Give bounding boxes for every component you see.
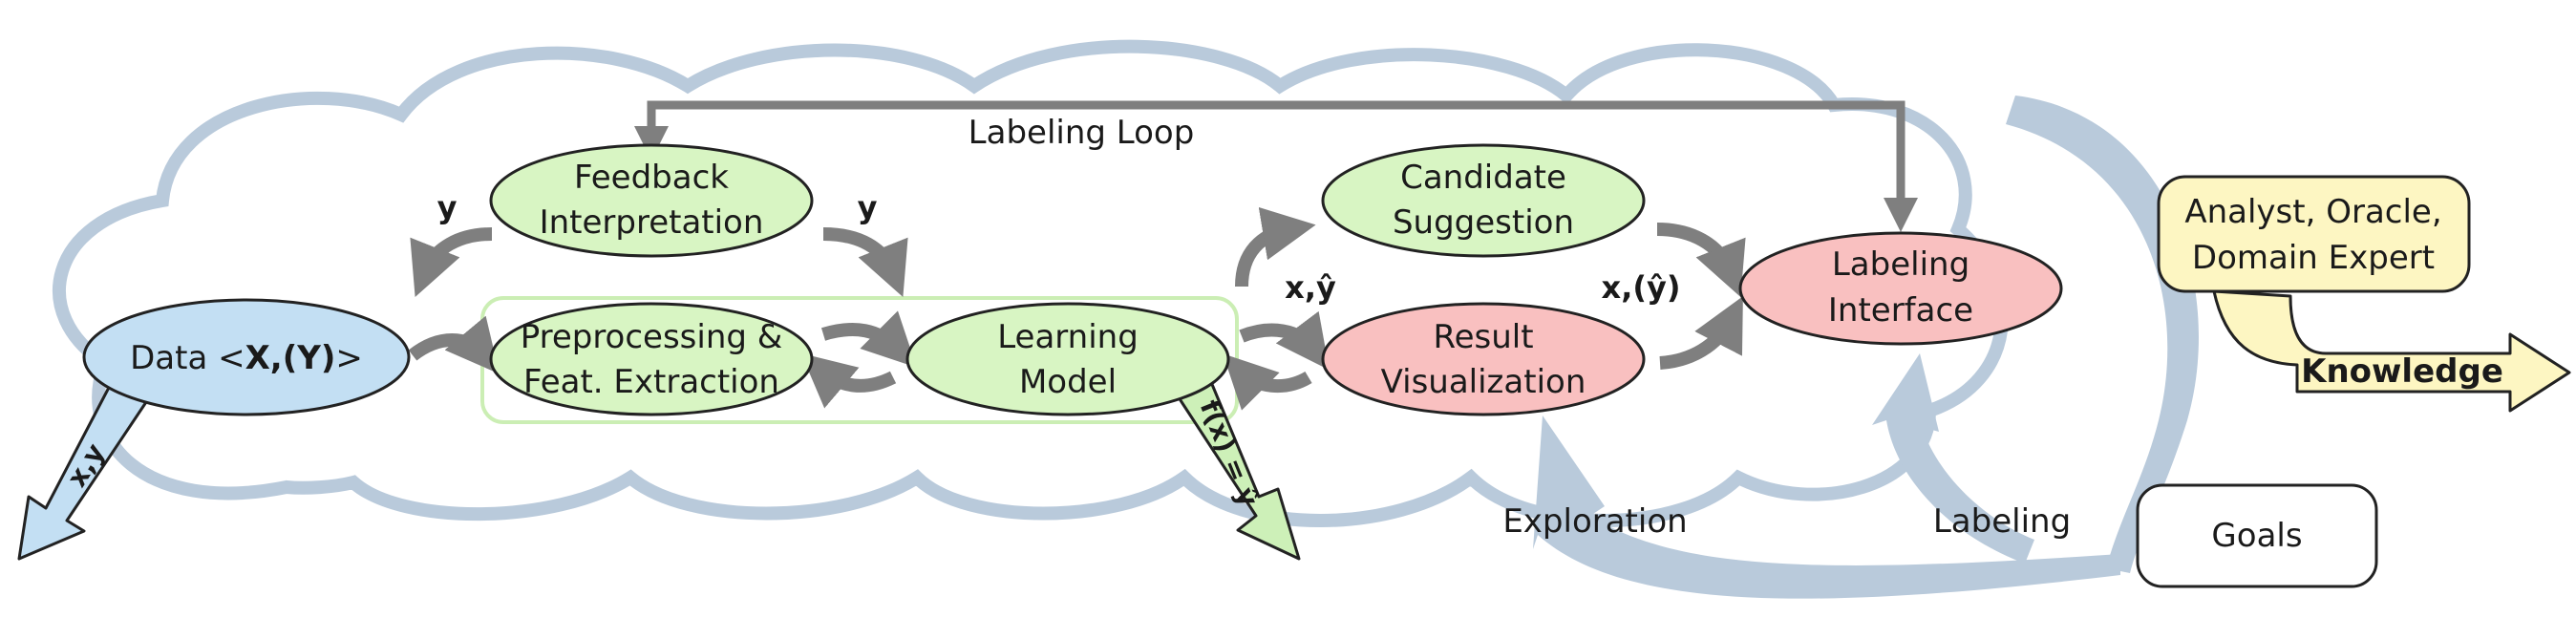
y-label-right: y [858, 189, 878, 225]
feedback-line2: Interpretation [540, 203, 764, 242]
arrow-preproc-to-learning [820, 310, 917, 368]
data-node-prefix: Data < [130, 339, 245, 377]
arrow-candidate-to-labeling [1656, 223, 1746, 297]
analyst-line1: Analyst, Oracle, [2184, 193, 2441, 231]
feedback-interpretation-node: Feedback Interpretation [489, 143, 814, 258]
xy-output-arrow [17, 378, 150, 561]
feedback-line1: Feedback [574, 159, 729, 197]
y-label-left: y [437, 189, 458, 225]
candidate-suggestion-node: Candidate Suggestion [1321, 143, 1646, 258]
arrow-result-to-labeling [1659, 296, 1743, 370]
arrow-feedback-to-preproc [410, 227, 493, 297]
arrow-learning-to-candidate [1235, 207, 1316, 288]
data-node-xy: X,(Y) [245, 339, 336, 377]
candidate-line1: Candidate [1400, 159, 1566, 197]
arrow-feedback-to-learning [822, 227, 908, 297]
learning-line2: Model [1019, 363, 1117, 401]
labeling-label: Labeling [1933, 502, 2071, 541]
labeling-loop-arrow [634, 100, 1918, 232]
knowledge-label: Knowledge [2301, 352, 2503, 391]
data-node-suffix: > [335, 339, 363, 377]
exploration-flow-arrow [1533, 415, 2120, 599]
x-yhat-label: x,ŷ [1285, 269, 1336, 306]
preprocessing-node: Preprocessing & Feat. Extraction [489, 302, 814, 416]
svg-text:Data <X,(Y)>: Data <X,(Y)> [130, 339, 363, 377]
x-yhat-paren-label: x,(ŷ) [1602, 269, 1681, 306]
goals-label: Goals [2211, 517, 2302, 555]
data-node: Data <X,(Y)> [82, 298, 411, 416]
result-line1: Result [1433, 318, 1533, 356]
arrow-result-to-learning [1223, 353, 1312, 411]
result-visualization-node: Result Visualization [1321, 302, 1646, 416]
preprocessing-line2: Feat. Extraction [523, 363, 779, 401]
goals-loop-flow [2006, 96, 2199, 573]
exploration-label: Exploration [1502, 502, 1687, 541]
arrow-learning-to-preproc [800, 352, 897, 409]
learning-line1: Learning [997, 318, 1139, 356]
analyst-node: Analyst, Oracle, Domain Expert [2157, 175, 2471, 293]
candidate-line2: Suggestion [1393, 203, 1574, 242]
knowledge-arrow [2212, 289, 2571, 413]
labeling-line1: Labeling [1832, 245, 1969, 284]
labeling-loop-label: Labeling Loop [969, 114, 1195, 152]
fx-output-arrow [1173, 380, 1301, 561]
labeling-line2: Interface [1828, 291, 1973, 330]
goals-node: Goals [2136, 483, 2378, 588]
preprocessing-line1: Preprocessing & [521, 318, 783, 356]
analyst-line2: Domain Expert [2192, 239, 2435, 277]
result-line2: Visualization [1381, 363, 1586, 401]
arrow-data-to-preproc [408, 315, 500, 374]
labeling-flow-arrow [1872, 353, 2034, 564]
arrow-learning-to-result [1239, 310, 1330, 371]
labeling-interface-node: Labeling Interface [1738, 231, 2063, 346]
learning-model-node: Learning Model [905, 302, 1230, 416]
